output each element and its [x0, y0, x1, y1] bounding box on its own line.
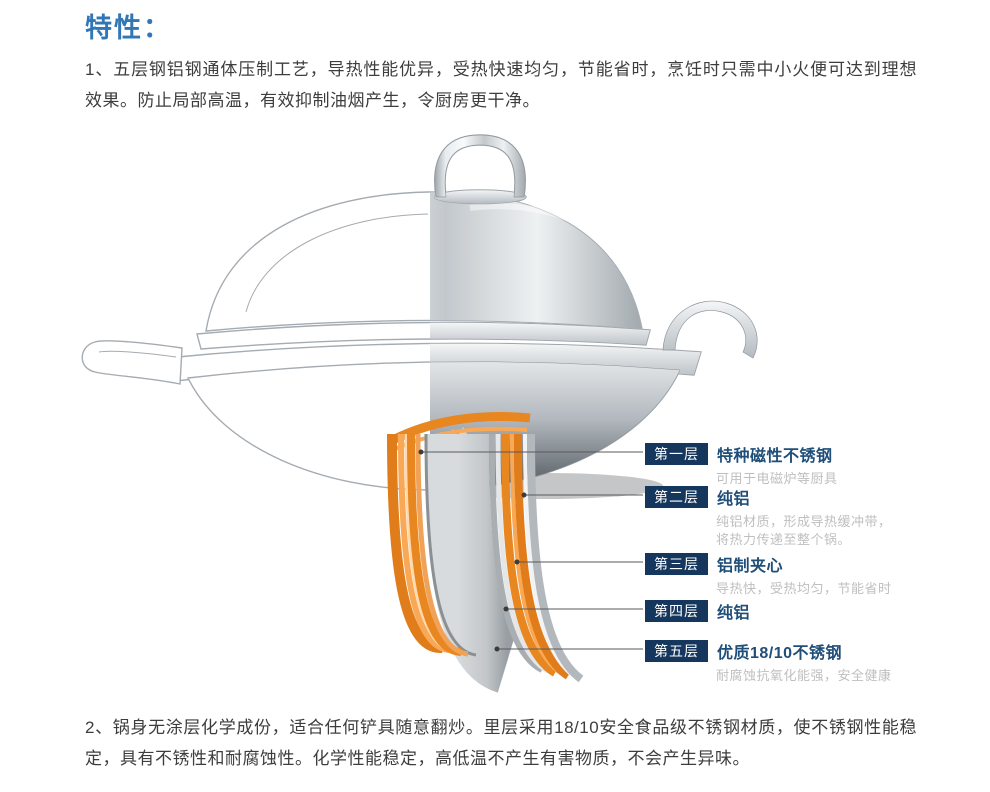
lid-handle-rendered: [434, 134, 526, 198]
layer-5-name: 优质18/10不锈钢: [717, 645, 843, 662]
layer-callout-2: 第二层 纯铝 纯铝材质，形成导热缓冲带， 将热力传递至整个锅。: [645, 485, 980, 549]
layer-2-desc: 纯铝材质，形成导热缓冲带， 将热力传递至整个锅。: [716, 514, 892, 548]
layer-band: [527, 433, 584, 683]
feature-paragraph-2: 2、锅身无涂层化学成份，适合任何铲具随意翻炒。里层采用18/10安全食品级不锈钢…: [85, 718, 917, 769]
wok-sketch-half: [81, 134, 702, 491]
layer-band-core: [425, 433, 520, 693]
layer-cap-arc: [394, 426, 528, 451]
callout-dot-4: [503, 606, 509, 612]
layer-band: [514, 433, 571, 680]
wok-bowl-rendered: [430, 361, 681, 491]
layer-band: [489, 433, 544, 673]
layer-cross-section: [387, 412, 584, 693]
layer-band: [407, 433, 462, 656]
pot-rim-sketch: [166, 342, 702, 382]
lid-edge-sketch: [196, 321, 651, 350]
side-handle-detail-sketch: [98, 350, 177, 358]
callout-dot-3: [514, 559, 520, 565]
layer-band: [495, 433, 550, 674]
layer-callout-4: 第四层 纯铝: [645, 599, 980, 627]
layer-1-desc: 可用于电磁炉等厨具: [716, 471, 838, 486]
callout-lines: [418, 449, 643, 652]
lid-handle-sketch: [434, 134, 526, 198]
layer-3-name: 铝制夹心: [717, 558, 784, 575]
layer-5-desc: 耐腐蚀抗氧化能强，安全健康: [716, 668, 892, 683]
layer-band: [387, 433, 443, 654]
layer-1-tag: 第一层: [645, 443, 708, 465]
layer-5-tag: 第五层: [645, 640, 708, 662]
helper-handle: [662, 300, 758, 359]
layer-4-name: 纯铝: [717, 605, 751, 622]
pot-rim-rendered: [430, 343, 702, 376]
layer-3-desc: 导热快，受热均匀，节能省时: [716, 581, 892, 596]
lid-edge-rendered: [430, 322, 651, 346]
wok-lid-rendered: [430, 191, 643, 330]
callout-dot-5: [494, 646, 500, 652]
layer-band: [404, 433, 457, 653]
layer-3-tag: 第三层: [645, 553, 708, 575]
layer-callout-3: 第三层 铝制夹心 导热快，受热均匀，节能省时: [645, 552, 980, 598]
layer-band: [523, 433, 577, 679]
layer-callout-1: 第一层 特种磁性不锈钢 可用于电磁炉等厨具: [645, 442, 980, 488]
wok-shadow: [433, 473, 663, 499]
layer-callout-5: 第五层 优质18/10不锈钢 耐腐蚀抗氧化能强，安全健康: [645, 639, 980, 685]
wok-lid-sketch: [205, 191, 643, 332]
page-title: 特性：: [85, 13, 172, 43]
lid-highlight: [469, 203, 618, 252]
feature-paragraph-1: 1、五层钢铝钢通体压制工艺，导热性能优异，受热快速均匀，节能省时，烹饪时只需中小…: [85, 60, 917, 111]
side-handle-sketch: [81, 340, 183, 385]
layer-2-name: 纯铝: [717, 491, 751, 508]
layer-cap-arc: [390, 412, 531, 445]
layer-band: [501, 433, 558, 677]
brand-logo: [445, 427, 472, 449]
layer-band: [510, 433, 564, 676]
lid-inner-line-sketch: [245, 213, 429, 313]
lid-handle-base-sketch: [433, 189, 527, 205]
wok-bowl-sketch: [186, 360, 682, 491]
callout-dot-1: [418, 449, 424, 455]
layer-2-tag: 第二层: [645, 486, 708, 508]
layer-band-edge: [424, 433, 477, 657]
layer-band: [398, 433, 452, 653]
layer-1-name: 特种磁性不锈钢: [717, 448, 833, 465]
callout-dot-2: [521, 492, 527, 498]
lid-handle-base-rendered: [433, 189, 527, 205]
layer-4-tag: 第四层: [645, 600, 708, 622]
layer-band: [415, 433, 469, 657]
